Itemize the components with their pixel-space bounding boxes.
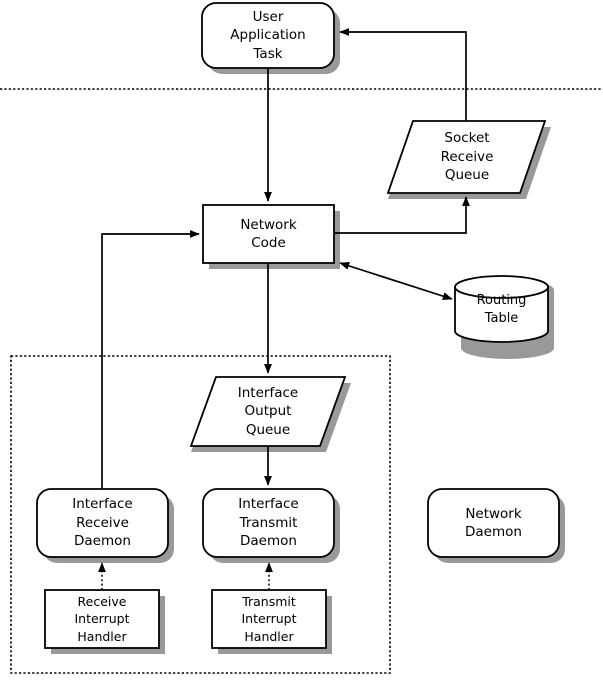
receive-interrupt-handler-shape[interactable] — [44, 589, 160, 649]
interface-output-queue-shape[interactable] — [189, 376, 347, 447]
interface-receive-daemon-shape[interactable] — [36, 488, 169, 558]
network-code-shape[interactable] — [202, 204, 335, 264]
edge-network-code-routing-table — [339, 262, 453, 300]
device-driver-boundary-box — [10, 355, 391, 674]
transmit-interrupt-handler-shape[interactable] — [211, 589, 327, 649]
user-application-task-shape[interactable] — [201, 2, 335, 69]
diagram-connectors — [98, 28, 470, 590]
socket-receive-queue-shape[interactable] — [386, 120, 547, 194]
edge-network-code-to-socket-queue — [334, 196, 470, 234]
edge-socket-queue-to-user-task — [339, 28, 467, 121]
edge-receive-daemon-to-network-code — [101, 230, 200, 489]
interface-transmit-daemon-shape[interactable] — [202, 488, 335, 558]
routing-table-shape[interactable] — [454, 275, 549, 343]
diagram-node-shapes — [36, 2, 560, 649]
network-daemon-shape[interactable] — [427, 488, 560, 558]
